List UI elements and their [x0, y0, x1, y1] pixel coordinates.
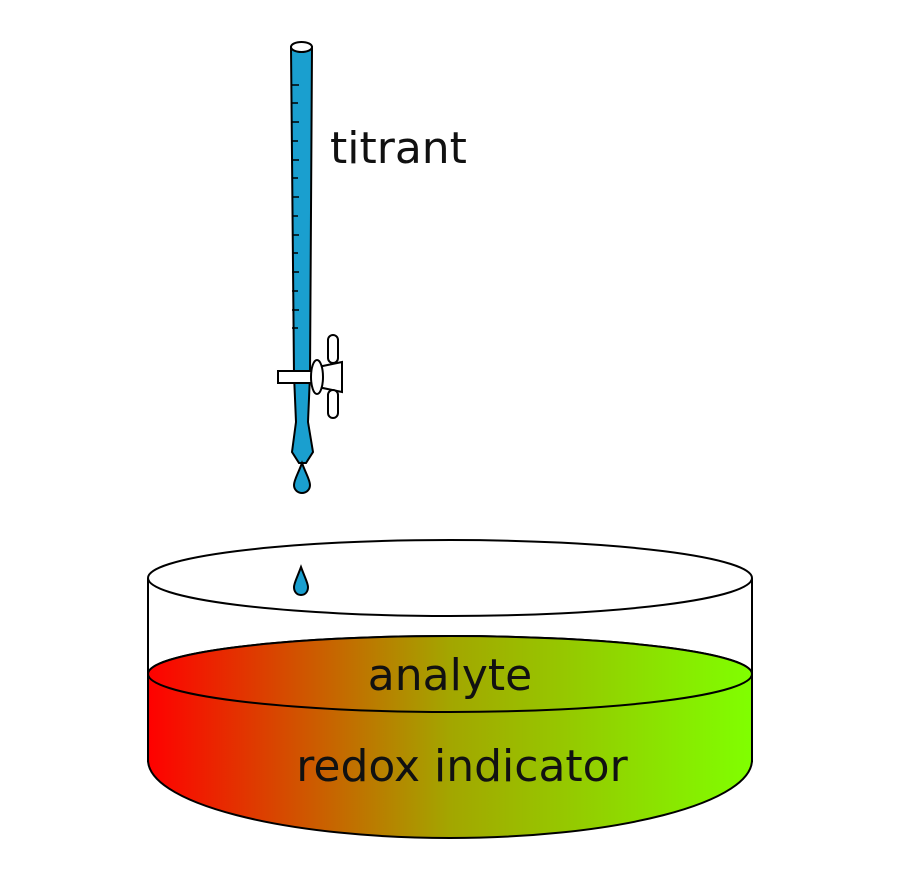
dish-rim: [147, 539, 753, 617]
label-redox-indicator: redox indicator: [296, 741, 628, 792]
label-titrant: titrant: [330, 123, 467, 174]
stopcock: [277, 334, 343, 419]
drop-in-air: [292, 564, 310, 597]
burette-graduations: [292, 84, 299, 329]
drop-falling: [292, 460, 312, 495]
burette-opening: [290, 41, 313, 53]
label-analyte: analyte: [368, 650, 532, 701]
petri-dish: [147, 539, 753, 839]
stopcock-disc: [310, 359, 324, 395]
stopcock-handle-bottom: [327, 389, 339, 419]
stopcock-handle-top: [327, 334, 339, 364]
burette: [277, 41, 343, 495]
burette-tube: [289, 46, 315, 464]
